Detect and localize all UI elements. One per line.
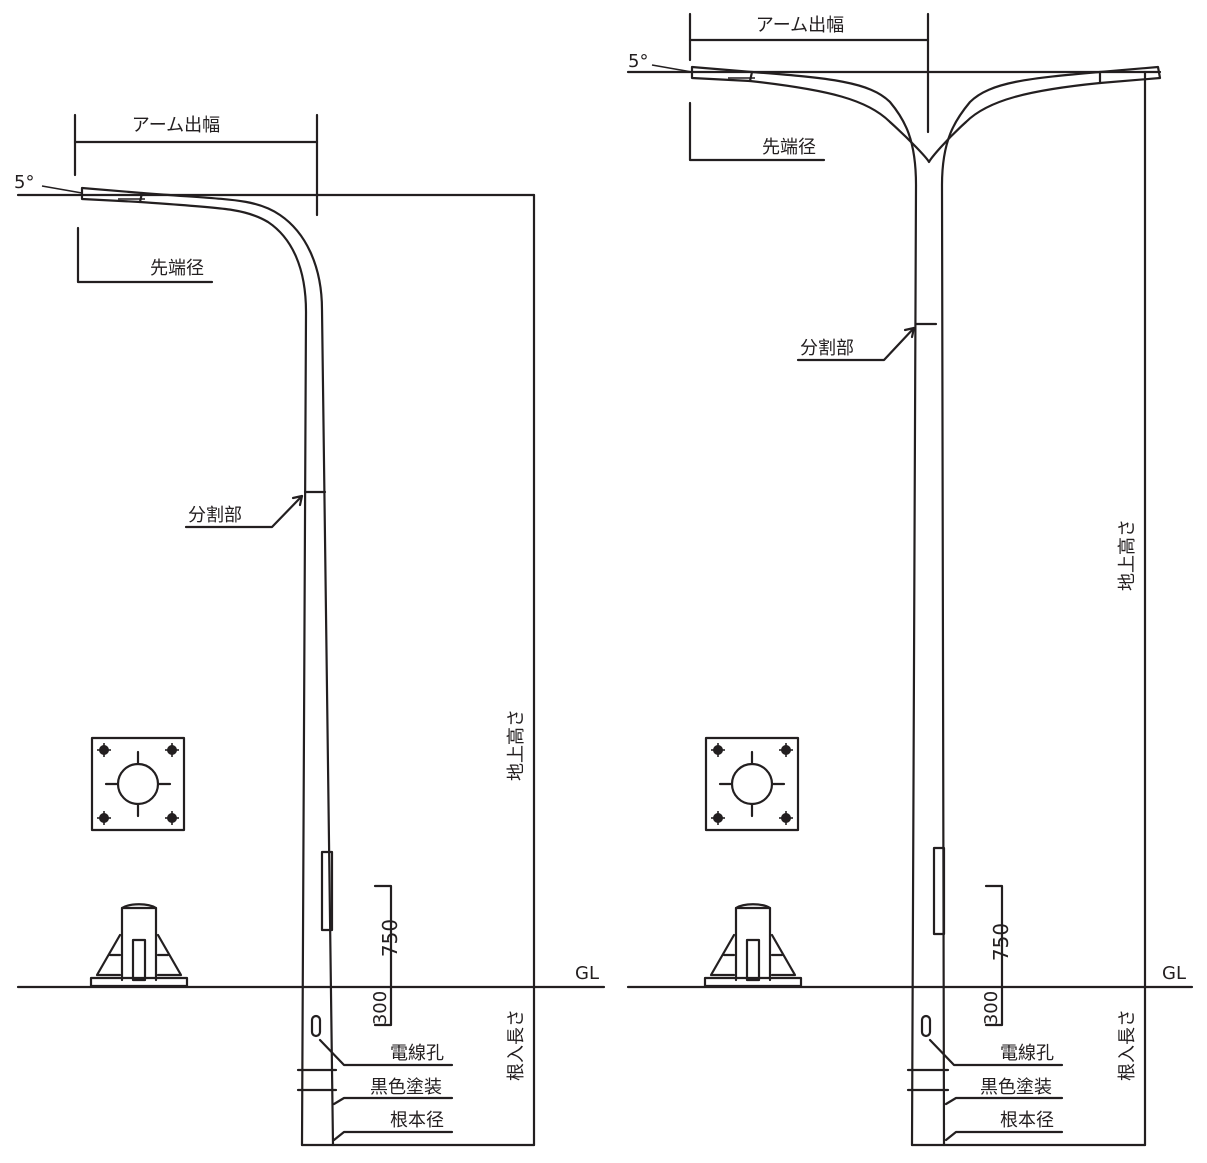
height-label: 地上高さ: [506, 709, 527, 781]
base-diameter-label: 根本径: [1000, 1110, 1054, 1131]
cable-hole-label: 電線孔: [390, 1043, 444, 1064]
pole-right-line: [940, 70, 1102, 1147]
split-arrow: [291, 494, 304, 507]
tip-diameter-label: 先端径: [762, 137, 816, 158]
dimension-bracket: [373, 884, 393, 1027]
pole-inner-line: [138, 200, 308, 1147]
base-diameter-leader: [332, 1130, 454, 1142]
cable-hole-leader: [318, 1038, 454, 1067]
cable-hole-label: 電線孔: [1000, 1043, 1054, 1064]
split-leader: [796, 326, 916, 362]
right-pole-diagram: アーム出幅 5° 先端径 分割部 地上高さ: [626, 12, 1194, 1147]
pole-outer-line: [140, 191, 335, 1147]
base-plate-square: [90, 736, 186, 832]
dim-300: 300: [981, 991, 1002, 1025]
split-part-label: 分割部: [188, 505, 242, 526]
cable-hole-leader: [928, 1038, 1064, 1067]
arm-reach-label: アーム出幅: [756, 15, 844, 36]
left-pole-diagram: アーム出幅 5° 先端径 分割部 地上高さ: [14, 113, 606, 1147]
height-label: 地上高さ: [1117, 519, 1138, 591]
cable-hole: [920, 1014, 932, 1038]
hand-hole: [320, 850, 334, 932]
black-paint-label: 黒色塗装: [370, 1076, 442, 1098]
base-plate-circle: [116, 762, 160, 806]
arm-reach-label: アーム出幅: [132, 115, 220, 136]
split-arrow: [903, 326, 916, 339]
ground-label: GL: [1162, 963, 1186, 984]
black-paint-leader: [332, 1096, 454, 1106]
dim-750: 750: [378, 919, 402, 957]
hand-hole: [932, 846, 946, 936]
split-leader: [184, 494, 304, 529]
dim-300: 300: [370, 991, 391, 1025]
left-arm-tip: [690, 65, 754, 83]
y-junction-inner: [748, 79, 1102, 164]
dim-750: 750: [989, 923, 1013, 961]
angle-leader: [41, 185, 83, 194]
base-plate-square: [704, 736, 800, 832]
base-diameter-label: 根本径: [390, 1110, 444, 1131]
dimension-bracket: [984, 884, 1004, 1027]
angle-leader: [651, 64, 693, 73]
ground-label: GL: [575, 963, 599, 984]
tip-diameter-leader: [688, 101, 826, 162]
foundation-icon: [89, 903, 189, 988]
pole-left-line: [750, 70, 918, 1147]
bolt-icons: [711, 743, 793, 825]
cable-hole: [310, 1014, 322, 1038]
base-plate-circle: [730, 762, 774, 806]
split-part-label: 分割部: [800, 338, 854, 359]
embed-length-label: 根入長さ: [506, 1009, 527, 1081]
foundation-icon: [703, 903, 803, 988]
angle-label: 5°: [628, 51, 648, 72]
embed-length-label: 根入長さ: [1117, 1009, 1138, 1081]
angle-label: 5°: [14, 172, 34, 193]
tip-diameter-leader: [76, 226, 214, 284]
black-paint-leader: [944, 1096, 1064, 1106]
bolt-icons: [97, 743, 179, 825]
base-diameter-leader: [944, 1130, 1064, 1142]
tip-diameter-label: 先端径: [150, 258, 204, 279]
black-paint-label: 黒色塗装: [980, 1076, 1052, 1098]
right-arm-tip: [1098, 65, 1162, 85]
